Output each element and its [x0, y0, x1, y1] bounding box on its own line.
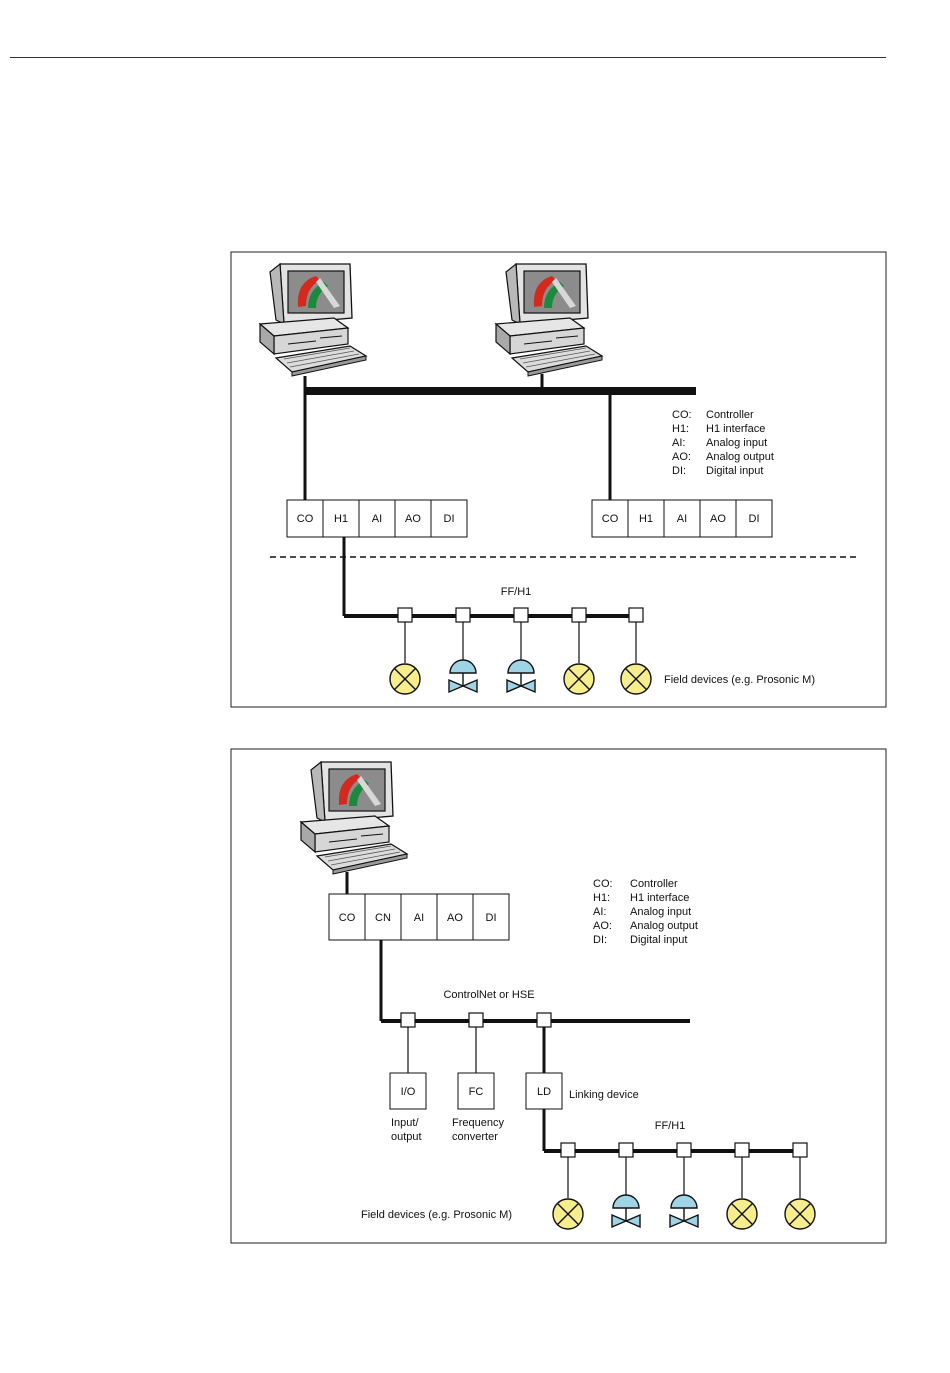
io-caption: Input/: [391, 1117, 419, 1129]
legend-code: H1:: [672, 423, 689, 435]
rack-slot-label: DI: [749, 513, 760, 525]
diagram2-rack: CO CN AI AO DI: [328, 893, 510, 941]
workstation-3-icon: [300, 761, 408, 875]
sensor-icon: [552, 1198, 584, 1230]
rack-slot-label: CO: [339, 912, 356, 924]
legend-desc: H1 interface: [630, 892, 689, 904]
legend-code: AI:: [593, 906, 606, 918]
bus-node: [400, 1012, 416, 1028]
legend-desc: Analog input: [630, 906, 691, 918]
fc-caption: Frequency: [452, 1117, 504, 1129]
sensor-icon: [726, 1198, 758, 1230]
valve-icon: [611, 1194, 641, 1228]
legend-desc: Analog input: [706, 437, 767, 449]
legend-code: AI:: [672, 437, 685, 449]
rack-slot-label: AO: [710, 513, 726, 525]
legend-desc: Digital input: [630, 934, 687, 946]
valve-icon: [448, 659, 478, 693]
diagram2-field-devices: [552, 1142, 816, 1230]
legend-desc: Controller: [630, 878, 678, 890]
bus-node: [536, 1012, 552, 1028]
rack-slot-label: AO: [405, 513, 421, 525]
bus-node: [628, 607, 644, 623]
legend-code: DI:: [593, 934, 607, 946]
bus-node: [560, 1142, 576, 1158]
sensor-icon: [620, 663, 652, 695]
rack-slot-label: DI: [486, 912, 497, 924]
diagram2-network-label: ControlNet or HSE: [443, 989, 534, 1001]
valve-icon: [506, 659, 536, 693]
rack-slot-label: CO: [602, 513, 619, 525]
rack-slot-label: AI: [677, 513, 687, 525]
rack-slot-label: CO: [297, 513, 314, 525]
diagram1-rack-left: CO H1 AI AO DI: [286, 499, 468, 538]
frequency-converter: FC Frequency converter: [452, 1072, 504, 1143]
diagram2-frame: [230, 748, 887, 1244]
diagram2-legend: CO: Controller H1: H1 interface AI: Anal…: [593, 878, 698, 946]
bus-node: [792, 1142, 808, 1158]
legend-code: AO:: [672, 451, 691, 463]
diagram1-legend: CO: Controller H1: H1 interface AI: Anal…: [672, 409, 774, 477]
rack-slot-label: AI: [372, 513, 382, 525]
bus-node: [618, 1142, 634, 1158]
diagram1-bus-label: FF/H1: [501, 586, 532, 598]
legend-desc: Digital input: [706, 465, 763, 477]
diagram1-frame: [230, 251, 887, 708]
legend-code: CO:: [672, 409, 692, 421]
fc-caption: converter: [452, 1131, 498, 1143]
sensor-icon: [563, 663, 595, 695]
io-box-label: I/O: [401, 1086, 416, 1098]
diagram1-field-label: Field devices (e.g. Prosonic M): [664, 674, 815, 686]
workstation-1-icon: [259, 263, 367, 377]
legend-code: H1:: [593, 892, 610, 904]
diagram1-field-devices: [389, 607, 652, 695]
bus-node: [513, 607, 529, 623]
io-caption: output: [391, 1131, 422, 1143]
legend-desc: Analog output: [630, 920, 698, 932]
rack-slot-label: CN: [375, 912, 391, 924]
bus-node: [734, 1142, 750, 1158]
rack-slot-label: H1: [639, 513, 653, 525]
bus-node: [455, 607, 471, 623]
ld-caption: Linking device: [569, 1089, 639, 1101]
rack-slot-label: DI: [444, 513, 455, 525]
workstation-2-icon: [495, 263, 603, 377]
header-rule: [10, 57, 886, 58]
bus-node: [468, 1012, 484, 1028]
linking-device: LD Linking device: [525, 1072, 639, 1110]
legend-desc: Controller: [706, 409, 754, 421]
legend-desc: Analog output: [706, 451, 774, 463]
diagram2-field-label: Field devices (e.g. Prosonic M): [361, 1209, 512, 1221]
bus-node: [676, 1142, 692, 1158]
rack-slot-label: AI: [414, 912, 424, 924]
diagram1-rack-right: CO H1 AI AO DI: [591, 499, 773, 538]
legend-code: DI:: [672, 465, 686, 477]
legend-code: AO:: [593, 920, 612, 932]
valve-icon: [669, 1194, 699, 1228]
legend-desc: H1 interface: [706, 423, 765, 435]
sensor-icon: [784, 1198, 816, 1230]
fc-box-label: FC: [469, 1086, 484, 1098]
rack-slot-label: AO: [447, 912, 463, 924]
bus-node: [571, 607, 587, 623]
diagram2-bus-label: FF/H1: [655, 1120, 686, 1132]
bus-node: [397, 607, 413, 623]
io-module: I/O Input/ output: [389, 1072, 427, 1143]
rack-slot-label: H1: [334, 513, 348, 525]
ld-box-label: LD: [537, 1086, 551, 1098]
sensor-icon: [389, 663, 421, 695]
legend-code: CO:: [593, 878, 613, 890]
